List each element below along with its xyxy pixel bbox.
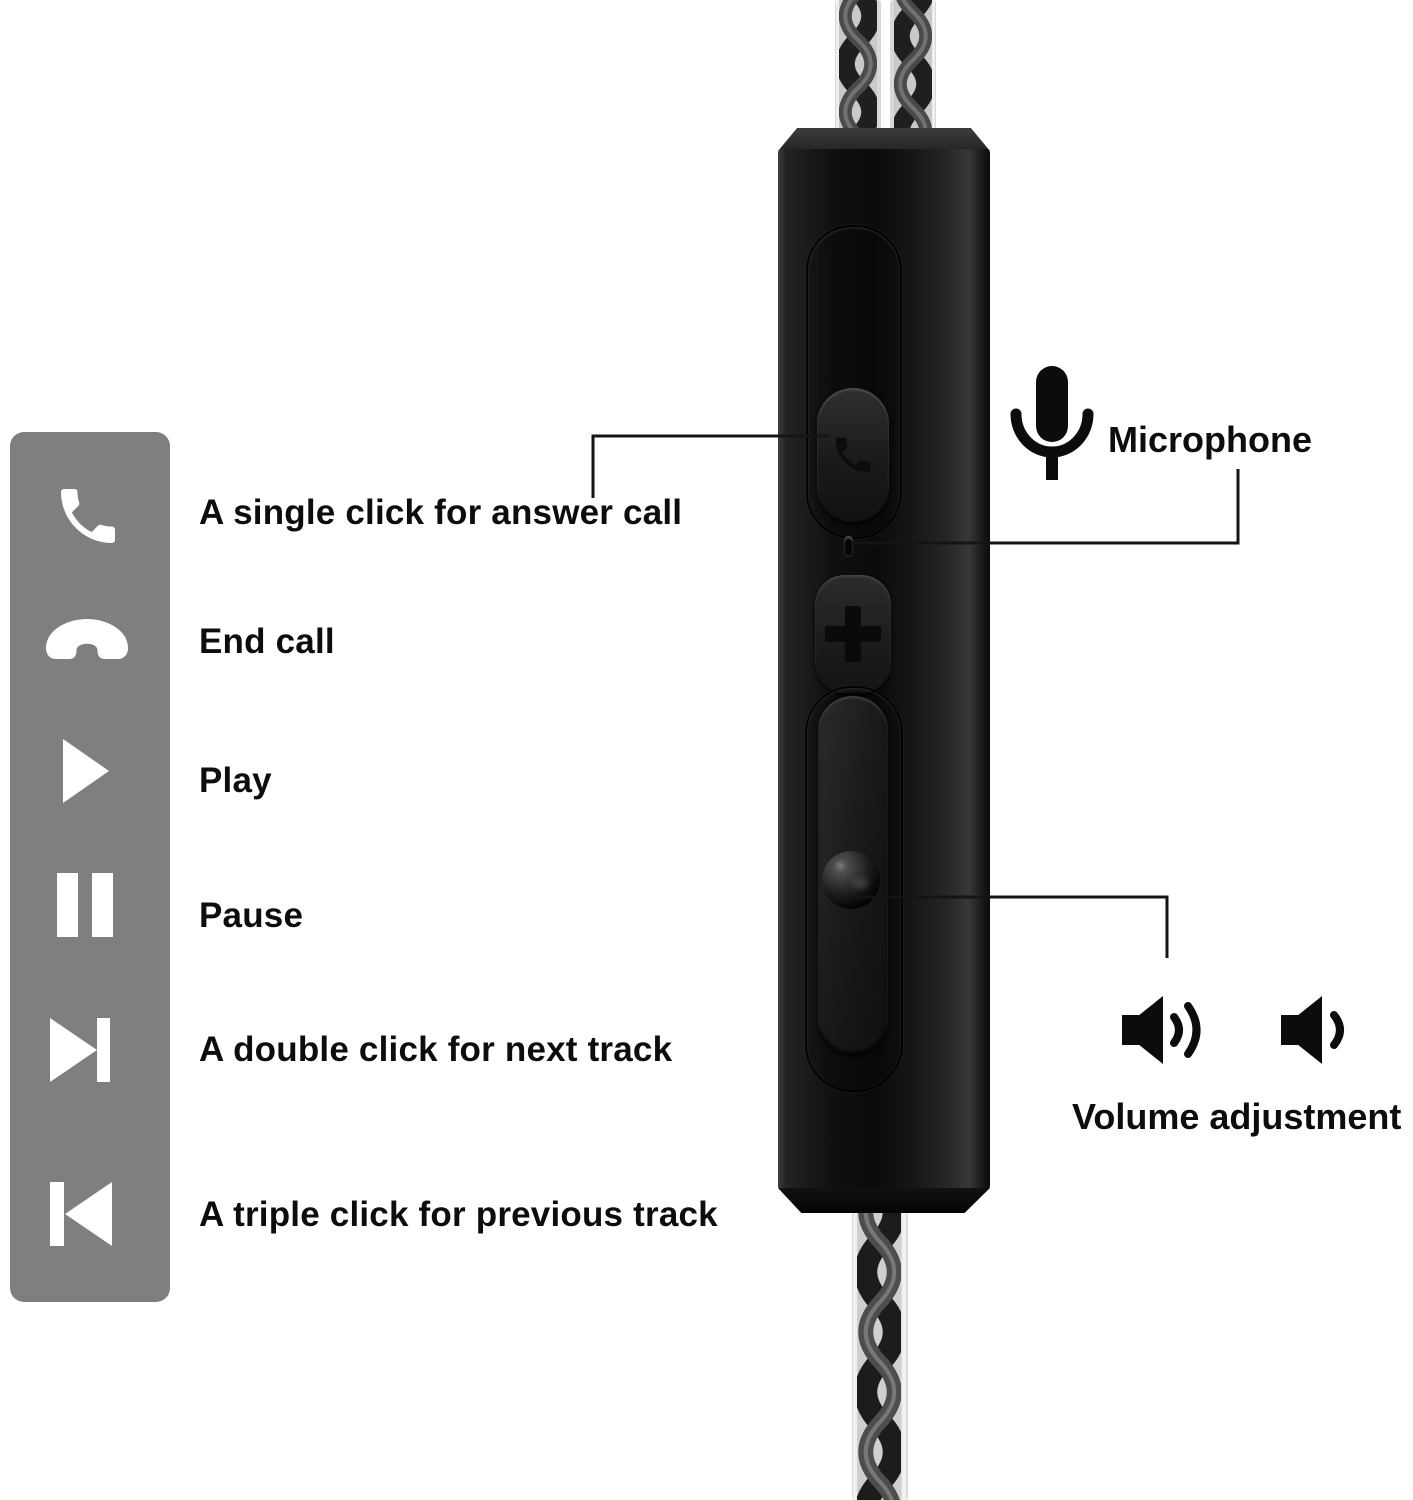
microphone-label: Microphone xyxy=(1108,419,1312,460)
volume-down-icon xyxy=(1281,996,1344,1064)
twisted-cable-top xyxy=(835,0,936,136)
answer-call-icon xyxy=(61,489,115,543)
legend-label-answer-call: A single click for answer call xyxy=(199,493,683,532)
remote-top-bevel xyxy=(778,128,990,151)
legend-label-next-track: A double click for next track xyxy=(199,1030,673,1069)
microphone-icon xyxy=(1010,366,1094,480)
microphone-hole xyxy=(844,536,853,556)
volume-up-button xyxy=(815,575,891,693)
volume-adjustment-label: Volume adjustment xyxy=(1072,1096,1402,1137)
play-icon xyxy=(63,739,109,803)
round-knob xyxy=(822,851,880,909)
inline-remote-control xyxy=(778,128,990,1213)
end-call-icon xyxy=(45,618,129,660)
volume-up-icon xyxy=(1122,996,1201,1064)
twisted-cable-bottom xyxy=(852,1192,908,1500)
pause-icon xyxy=(57,873,113,937)
previous-track-icon xyxy=(50,1182,112,1246)
legend-panel xyxy=(10,432,170,1302)
legend-label-previous-track: A triple click for previous track xyxy=(199,1195,718,1234)
phone-handset-icon xyxy=(835,437,871,473)
legend-label-end-call: End call xyxy=(199,622,335,661)
plus-icon xyxy=(845,606,861,662)
next-track-icon xyxy=(50,1018,110,1082)
legend-label-pause: Pause xyxy=(199,896,304,935)
answer-call-button xyxy=(817,388,889,522)
remote-bottom-bevel xyxy=(778,1188,990,1213)
legend-label-play: Play xyxy=(199,761,272,800)
